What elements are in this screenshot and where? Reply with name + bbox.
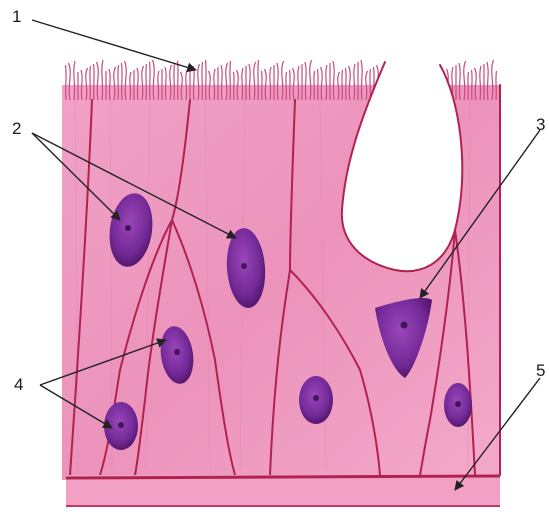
cilium: [178, 61, 179, 100]
cilium: [193, 66, 194, 100]
cilium: [346, 68, 347, 100]
cilium: [496, 71, 497, 100]
label-3: 3: [536, 116, 545, 133]
cilium: [122, 63, 123, 100]
cilium: [342, 70, 343, 100]
cilium: [318, 69, 319, 100]
cilium: [258, 60, 259, 100]
cilium: [277, 63, 278, 100]
cilium: [487, 62, 488, 100]
cilium: [66, 65, 67, 100]
cilium: [242, 68, 243, 100]
cilium: [314, 71, 315, 100]
cilium: [146, 64, 147, 100]
cilium: [174, 63, 175, 100]
cilium: [354, 64, 355, 100]
leader-1: [32, 20, 196, 70]
label-2: 2: [12, 120, 21, 137]
cilium: [214, 69, 215, 100]
cilium: [468, 72, 469, 100]
cilium: [290, 70, 291, 100]
cilium: [249, 64, 250, 100]
label-5: 5: [536, 362, 545, 379]
cilium: [480, 66, 481, 100]
cilium: [137, 68, 138, 100]
cilium: [286, 72, 287, 100]
cilium: [206, 60, 207, 100]
cilium: [262, 71, 263, 100]
cilium: [90, 66, 91, 100]
cilium: [109, 69, 110, 100]
cilium: [270, 67, 271, 100]
cilium: [459, 63, 460, 100]
cilium: [118, 65, 119, 100]
cilium: [230, 61, 231, 100]
basement-membrane: [66, 475, 500, 507]
label-1: 1: [12, 8, 21, 25]
cilium: [165, 67, 166, 100]
cilium: [326, 65, 327, 100]
cilium: [150, 62, 151, 100]
cilium: [234, 72, 235, 100]
cilium: [305, 62, 306, 100]
cilium: [94, 64, 95, 100]
cilium: [361, 60, 362, 100]
cilium: [74, 61, 75, 100]
cilium: [472, 70, 473, 100]
cilium: [333, 61, 334, 100]
cilium: [298, 66, 299, 100]
cilium: [221, 65, 222, 100]
cilium: [102, 60, 103, 100]
cilium: [202, 62, 203, 100]
label-4: 4: [14, 376, 23, 393]
